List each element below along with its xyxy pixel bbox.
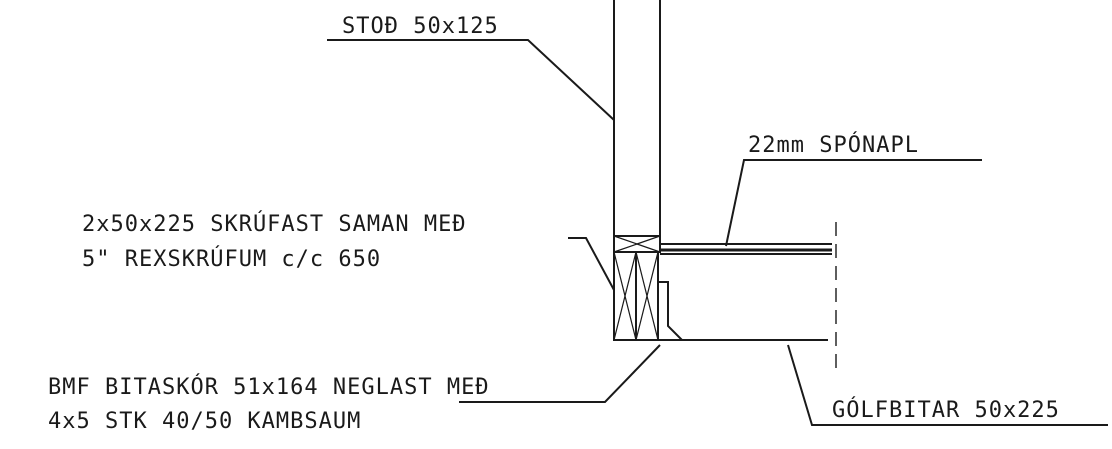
stud-label: STOÐ 50x125: [342, 14, 499, 39]
double-beam: [613, 251, 659, 341]
top-plate-block: [613, 235, 661, 253]
beam-label-line1: 2x50x225 SKRÚFAST SAMAN MEÐ: [82, 211, 467, 237]
hanger-label-line2: 4x5 STK 40/50 KAMBSAUM: [48, 409, 361, 434]
beam-label-line2: 5" REXSKRÚFUM c/c 650: [82, 246, 381, 272]
sheathing-label: 22mm SPÓNAPL: [748, 132, 919, 158]
hanger-label-line1: BMF BITASKÓR 51x164 NEGLAST MEÐ: [48, 374, 490, 400]
joist-hanger: [658, 281, 685, 341]
chipboard-sheathing: [660, 243, 832, 255]
joists-label: GÓLFBITAR 50x225: [832, 397, 1060, 423]
leader-lines: [327, 39, 1108, 426]
stud: [613, 0, 661, 236]
